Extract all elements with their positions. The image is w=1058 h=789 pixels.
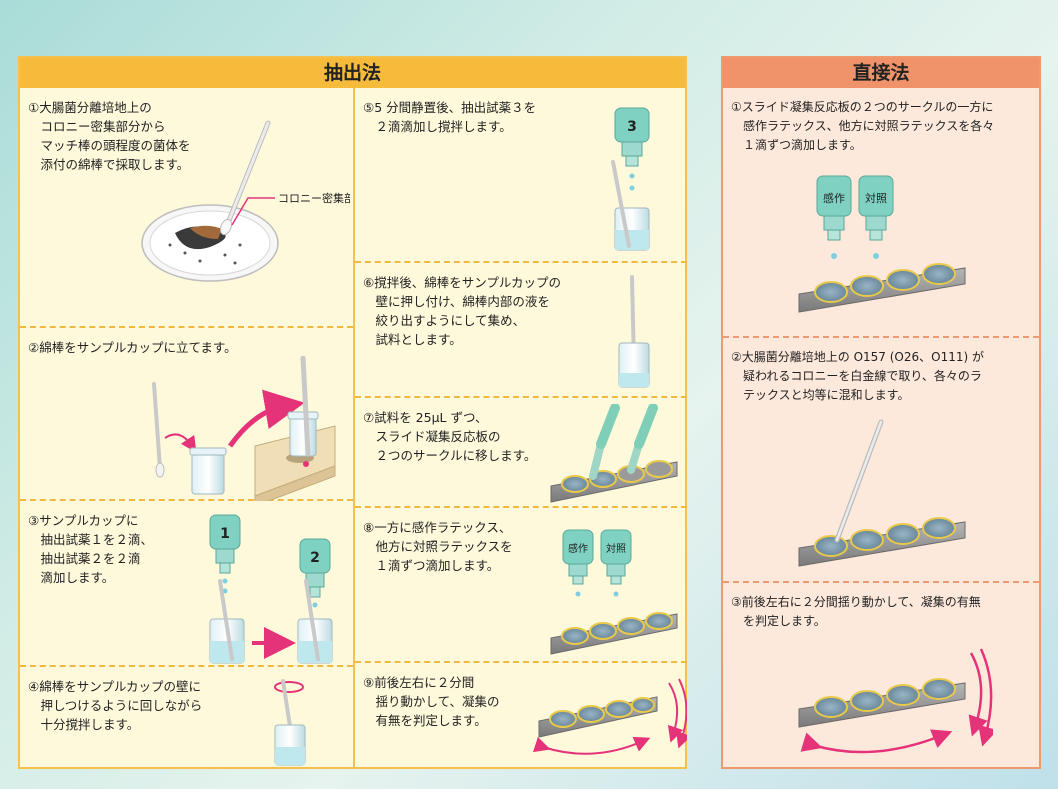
extraction-step-6: ⑥撹拌後、綿棒をサンプルカップの 壁に押し付け、綿棒内部の液を 絞り出すようにし… (355, 263, 687, 398)
step-text: ①大腸菌分離培地上の コロニー密集部分から マッチ棒の頭程度の菌体を 添付の綿棒… (28, 100, 191, 172)
bottle-label: 1 (220, 526, 230, 542)
bottle-label: 2 (310, 550, 320, 566)
step-text: ③サンプルカップに 抽出試薬１を２滴、 抽出試薬２を２滴 滴加します。 (28, 513, 154, 585)
reagent-3-illustration: 3 (611, 107, 650, 251)
extraction-step-8: ⑧一方に感作ラテックス、 他方に対照ラテックスを １滴ずつ滴加します。 感作 対… (355, 508, 687, 663)
latex-drops-illustration: 感作 対照 (798, 175, 966, 313)
extraction-step-1: ①大腸菌分離培地上の コロニー密集部分から マッチ棒の頭程度の菌体を 添付の綿棒… (20, 88, 353, 328)
mixing-illustration (798, 419, 966, 567)
extraction-title: 抽出法 (20, 58, 685, 88)
step-text: ⑨前後左右に２分間 揺り動かして、凝集の 有無を判定します。 (363, 675, 500, 728)
extraction-step-2: ②綿棒をサンプルカップに立てます。 (20, 328, 353, 501)
step-text: ②綿棒をサンプルカップに立てます。 (28, 340, 237, 355)
direct-title: 直接法 (723, 58, 1039, 88)
bottle-label: 対照 (606, 542, 626, 555)
step-text: ①スライド凝集反応板の２つのサークルの一方に 感作ラテックス、他方に対照ラテック… (731, 100, 995, 152)
bottle-label: 対照 (865, 191, 887, 205)
step-text: ②大腸菌分離培地上の O157 (O26、O111) が 疑われるコロニーを白金… (731, 350, 984, 402)
extraction-panel: 抽出法 ①大腸菌分離培地上の コロニー密集部分から マッチ棒の頭程度の菌体を 添… (18, 56, 687, 769)
latex-drops-illustration: 感作 対照 (550, 529, 678, 655)
step-text: ⑦試料を 25μL ずつ、 スライド凝集反応板の ２つのサークルに移します。 (363, 410, 537, 463)
step-text: ④綿棒をサンプルカップの壁に 押しつけるように回しながら 十分撹拌します。 (28, 679, 203, 732)
swab-in-cup-illustration (152, 356, 336, 501)
reagent-drops-illustration: 1 2 (209, 514, 333, 664)
direct-step-3: ③前後左右に２分間揺り動かして、凝集の有無 を判定します。 (723, 583, 1039, 769)
direct-panel: 直接法 ①スライド凝集反応板の２つのサークルの一方に 感作ラテックス、他方に対照… (721, 56, 1041, 769)
pipette-transfer-illustration (550, 404, 678, 503)
stirring-illustration (274, 679, 306, 766)
colony-callout: コロニー密集部 (278, 191, 350, 205)
extraction-step-3: ③サンプルカップに 抽出試薬１を２滴、 抽出試薬２を２滴 滴加します。 1 2 (20, 501, 353, 667)
colony-sampling-illustration: コロニー密集部 (141, 120, 350, 282)
step-text: ⑤5 分間静置後、抽出試薬３を ２滴滴加し撹拌します。 (363, 100, 537, 134)
direct-step-1: ①スライド凝集反応板の２つのサークルの一方に 感作ラテックス、他方に対照ラテック… (723, 88, 1039, 338)
bottle-label: 感作 (568, 542, 588, 555)
squeeze-swab-illustration (618, 275, 650, 388)
step-text: ⑧一方に感作ラテックス、 他方に対照ラテックスを １滴ずつ滴加します。 (363, 520, 513, 573)
extraction-step-5: ⑤5 分間静置後、抽出試薬３を ２滴滴加し撹拌します。 3 (355, 88, 687, 263)
extraction-step-4: ④綿棒をサンプルカップの壁に 押しつけるように回しながら 十分撹拌します。 (20, 667, 353, 769)
extraction-step-7: ⑦試料を 25μL ずつ、 スライド凝集反応板の ２つのサークルに移します。 (355, 398, 687, 508)
bottle-label: 3 (627, 119, 637, 135)
column-divider (353, 88, 355, 769)
bottle-label: 感作 (823, 192, 845, 205)
rocking-illustration (533, 678, 687, 755)
direct-step-2: ②大腸菌分離培地上の O157 (O26、O111) が 疑われるコロニーを白金… (723, 338, 1039, 583)
rocking-illustration (798, 648, 993, 754)
extraction-step-9: ⑨前後左右に２分間 揺り動かして、凝集の 有無を判定します。 (355, 663, 687, 769)
step-text: ③前後左右に２分間揺り動かして、凝集の有無 を判定します。 (731, 595, 981, 628)
step-text: ⑥撹拌後、綿棒をサンプルカップの 壁に押し付け、綿棒内部の液を 絞り出すようにし… (363, 275, 561, 347)
